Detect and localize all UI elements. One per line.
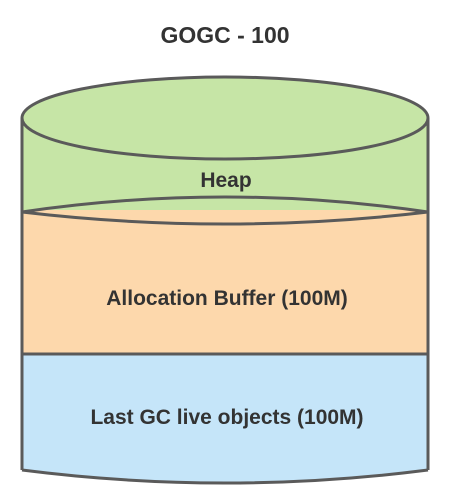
allocation-buffer-band <box>22 210 428 354</box>
last-gc-live-objects-label: Last GC live objects (100M) <box>90 406 363 429</box>
cylinder-top-cap <box>20 75 430 161</box>
cylinder-bottom-curve <box>21 468 429 485</box>
heap-label: Heap <box>200 169 251 192</box>
allocation-buffer-label: Allocation Buffer (100M) <box>106 287 348 310</box>
last-gc-live-objects-band <box>22 354 428 483</box>
diagram-title: GOGC - 100 <box>160 22 290 48</box>
